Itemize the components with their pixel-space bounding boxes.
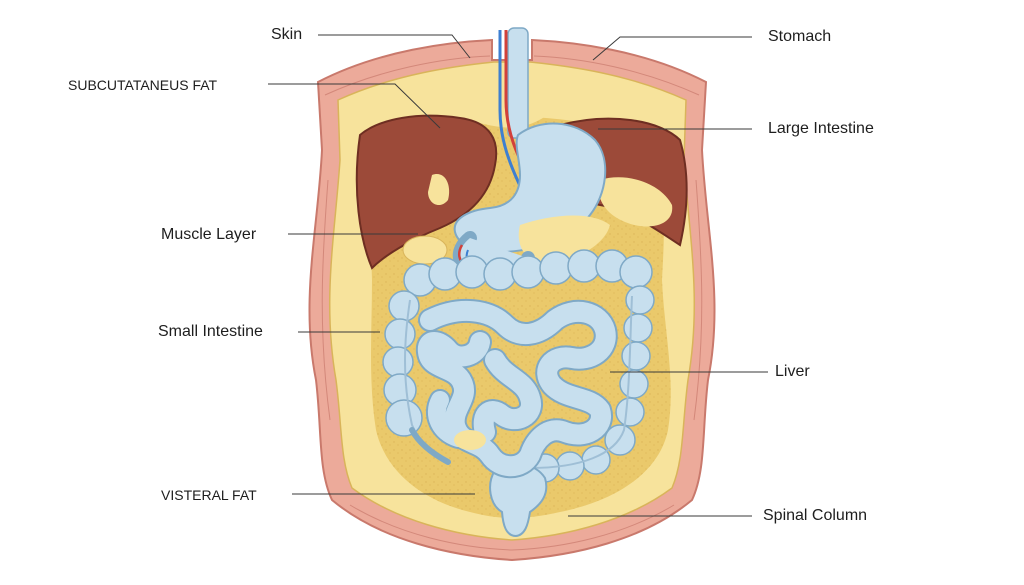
leader-skin xyxy=(318,34,471,59)
liver-left-lobe xyxy=(355,114,498,270)
skin-striations xyxy=(321,55,703,551)
esophagus xyxy=(507,27,529,139)
label-liver: Liver xyxy=(775,363,810,380)
label-large-intestine: Large Intestine xyxy=(768,120,874,137)
gallbladder xyxy=(402,235,448,265)
label-stomach: Stomach xyxy=(768,28,832,45)
label-muscle-layer: Muscle Layer xyxy=(161,226,257,243)
label-spinal-column: Spinal Column xyxy=(763,507,868,524)
vein-vessel xyxy=(498,30,524,191)
appendix xyxy=(409,427,451,465)
leader-stomach xyxy=(592,36,752,61)
rectum xyxy=(489,462,548,538)
label-skin: Skin xyxy=(271,26,303,43)
label-subcutaneous-fat: SUBCUTATANEUS FAT xyxy=(68,77,218,93)
leader-subcutaneous-fat xyxy=(268,83,441,129)
label-small-intestine: Small Intestine xyxy=(158,323,263,340)
leader-lines xyxy=(268,34,768,517)
label-visceral-fat: VISTERAL FAT xyxy=(161,487,257,503)
